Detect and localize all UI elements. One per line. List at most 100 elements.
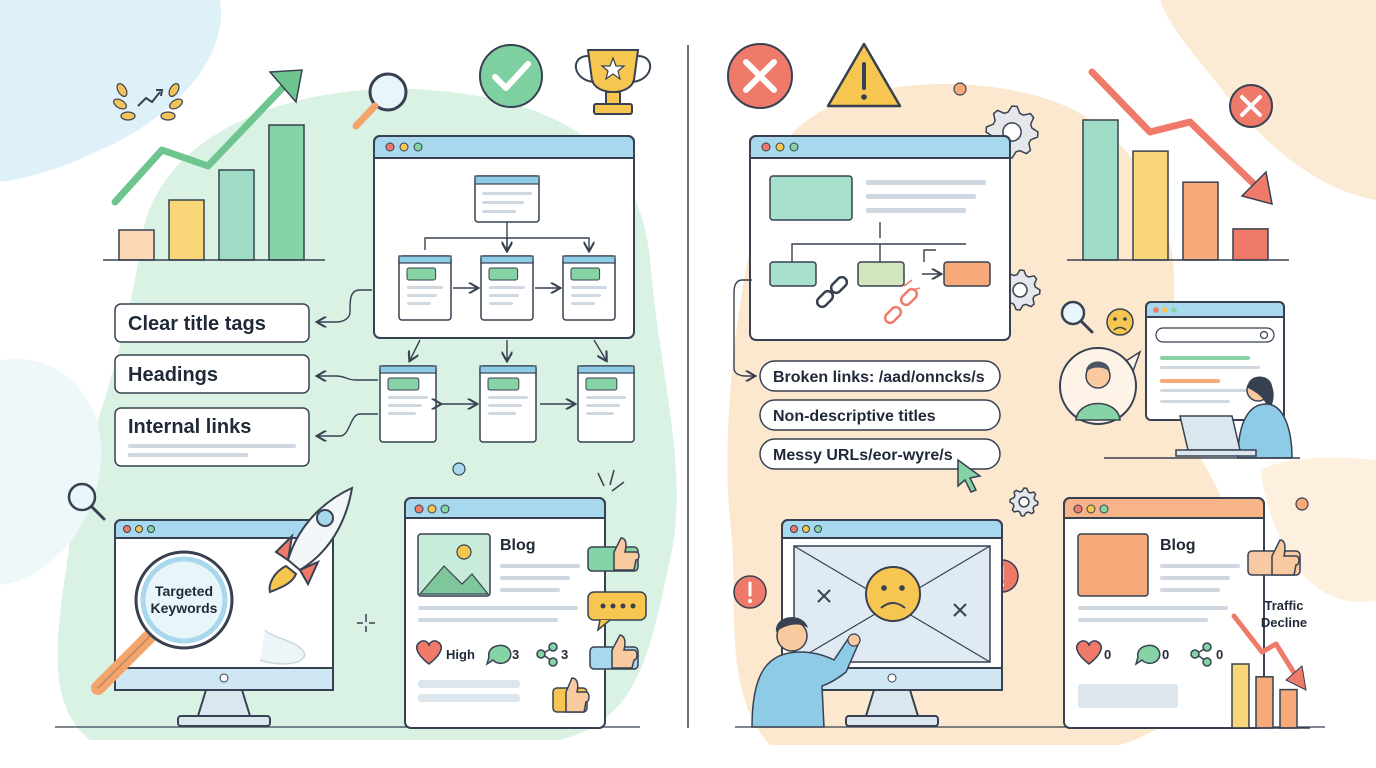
speech-bubble-icon: [587, 591, 647, 632]
chart-traffic-bar-2: [1279, 688, 1298, 729]
chart-left-bar-1: [168, 199, 205, 261]
decor-dot: [452, 462, 466, 476]
growth-arrow: [111, 76, 294, 206]
chart-right-bar-0: [1082, 119, 1119, 261]
warning-icon: [826, 42, 902, 108]
shares-count: 3: [561, 647, 568, 662]
label-headings: Headings: [114, 354, 310, 394]
pointing-person: [751, 617, 861, 728]
magnifier-icon: [352, 72, 408, 130]
sitemap-l1-card-3-line: [571, 294, 601, 297]
broken-sitemap-window: [749, 135, 1011, 341]
svg-text:Internal links: Internal links: [128, 416, 251, 438]
cursor-icon: [957, 458, 982, 493]
blog-title-bad: Blog: [1160, 537, 1196, 554]
chart-traffic-bar-1: [1255, 676, 1274, 729]
user-avatar: [1059, 347, 1142, 425]
shares-count-bad: 0: [1216, 647, 1223, 662]
growth-arrow-head: [268, 69, 303, 104]
svg-text:Clear title tags: Clear title tags: [128, 313, 266, 335]
traffic-decline-arrow: [1231, 613, 1299, 679]
share-icon: [1190, 642, 1212, 667]
connector-internal-links: [318, 413, 378, 436]
chart-left-bar-0: [118, 229, 155, 261]
sitemap-down-1: [410, 339, 421, 360]
right-middle-blob: [1260, 457, 1376, 602]
sitemap-l1-card-1-line: [407, 294, 437, 297]
sitemap-l2-card-2-header: [479, 365, 537, 374]
sitemap-root-header: [474, 175, 540, 185]
sitemap-l1-card-2-block: [488, 267, 519, 281]
comments-count-bad: 0: [1162, 647, 1169, 662]
sitemap-root-line: [482, 210, 516, 213]
comment-icon: [1134, 644, 1161, 666]
sitemap-root-line: [482, 201, 524, 204]
traffic-decline-chart: [1216, 663, 1310, 729]
connector-headings: [318, 376, 378, 380]
chart-left-bar-2: [218, 169, 255, 261]
broken-chain-icon: [815, 275, 921, 325]
magnifier-large-icon: Targeted Keywords: [91, 550, 234, 695]
traffic-label-line2: Decline: [1261, 615, 1307, 630]
sparkle-icon: [357, 614, 375, 632]
top-left-corner-blob: [0, 0, 222, 182]
svg-text:Messy URLs/eor-wyre/s: Messy URLs/eor-wyre/s: [773, 447, 953, 464]
sad-face-small-icon: [1106, 308, 1134, 336]
heart-icon: [416, 640, 442, 665]
sitemap-l2-card-1-header: [379, 365, 437, 374]
connector-broken-links: [733, 279, 754, 376]
sitemap-l1-card-3-block: [570, 267, 601, 281]
likes-count-bad: 0: [1104, 647, 1111, 662]
sitemap-l1-card-2-line: [489, 294, 519, 297]
sitemap-l2-card-2-line: [488, 396, 528, 399]
svg-text:Headings: Headings: [128, 364, 218, 386]
sitemap-diagram: [379, 175, 635, 443]
thumbs-up-icon: [587, 537, 640, 572]
sitemap-l1-card-1-header: [398, 255, 452, 264]
trophy-icon: [574, 49, 652, 115]
sitemap-l1-card-3-line: [571, 302, 595, 305]
rocket-icon: [268, 486, 354, 594]
chart-traffic-bar-0: [1231, 663, 1250, 729]
sparkle-lines: [597, 469, 625, 492]
heart-icon: [1076, 640, 1102, 665]
chart-left-bar-3: [268, 124, 305, 261]
sitemap-l2-card-2-line: [488, 412, 516, 415]
sitemap-l2-card-3-line: [586, 412, 614, 415]
thumbs-up-icon-2: [589, 634, 639, 670]
sitemap-l2-card-3-line: [586, 404, 620, 407]
sitemap-l1-card-1-line: [407, 286, 443, 289]
sitemap-l1-card-3-header: [562, 255, 616, 264]
traffic-decline-arrow-head: [1285, 665, 1307, 691]
label-internal-links: Internal links: [114, 407, 310, 467]
sitemap-l2-card-1-line: [388, 404, 422, 407]
sitemap-l2-card-1-line: [388, 412, 416, 415]
decline-arrow-head: [1240, 170, 1273, 206]
search-small-icon: [1060, 300, 1094, 334]
blog-window-good: Blog High 3 3: [404, 497, 606, 729]
sitemap-l2-card-3-block: [585, 377, 618, 391]
bottom-left-corner-blob: [0, 358, 102, 585]
sitemap-l1-card-1-line: [407, 302, 431, 305]
traffic-label-line1: Traffic: [1264, 598, 1303, 613]
sitemap-l2-card-2-line: [488, 404, 522, 407]
decline-arrow: [1088, 68, 1262, 192]
sitemap-l1-card-2-header: [480, 255, 534, 264]
thumbs-up-icon-right: [1247, 539, 1301, 576]
comments-count: 3: [512, 647, 519, 662]
thumbs-up-icon-3: [552, 677, 590, 713]
sitemap-l1-card-2-line: [489, 302, 513, 305]
sitemap-l2-card-3-header: [577, 365, 635, 374]
blog-title: Blog: [500, 537, 536, 554]
sitemap-l1-card-3-line: [571, 286, 607, 289]
decor-dot: [1295, 497, 1309, 511]
chart-right-bar-2: [1182, 181, 1219, 261]
person-at-laptop: [1175, 376, 1293, 459]
sitemap-l1-card-2-line: [489, 286, 525, 289]
connector-title-tags: [318, 289, 372, 322]
sitemap-l1-card-1-block: [406, 267, 437, 281]
sitemap-l2-card-3-line: [586, 396, 626, 399]
search-results-window: [1145, 301, 1285, 421]
svg-text:Broken links: /aad/onncks/s: Broken links: /aad/onncks/s: [773, 369, 985, 386]
growth-bar-chart: [103, 124, 325, 261]
